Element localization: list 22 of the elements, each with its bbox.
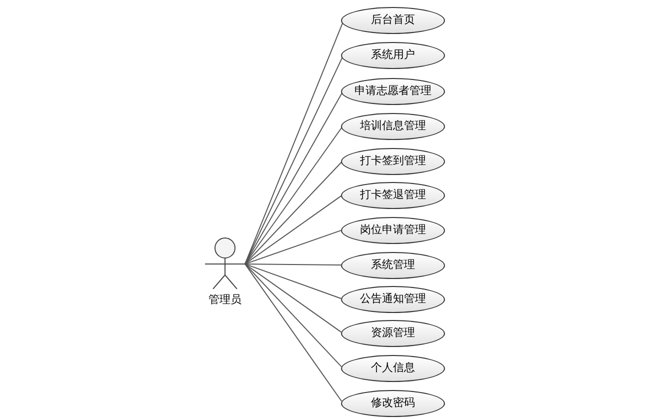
association-line [244,195,342,264]
use-case-ellipse: 系统管理 [341,252,445,278]
actor-label: 管理员 [208,292,242,308]
association-line [244,264,342,402]
use-case-ellipse: 公告通知管理 [341,286,445,312]
association-line [244,92,342,264]
use-case-ellipse: 资源管理 [341,320,445,346]
use-case-ellipse: 岗位申请管理 [341,216,445,244]
use-case-ellipse: 打卡签退管理 [341,182,445,208]
association-line [244,230,342,264]
association-line [244,264,342,333]
use-case-ellipse: 培训信息管理 [341,112,445,140]
use-case-ellipse: 打卡签到管理 [341,148,445,174]
use-case-ellipse: 修改密码 [341,390,445,416]
association-line [244,264,342,266]
use-case-ellipse: 申请志愿者管理 [341,78,445,104]
use-case-ellipse: 后台首页 [341,6,445,34]
association-line [244,264,342,368]
association-line [244,264,342,300]
use-case-ellipse: 系统用户 [341,42,445,68]
association-line [244,162,342,264]
use-case-ellipse: 个人信息 [341,354,445,382]
